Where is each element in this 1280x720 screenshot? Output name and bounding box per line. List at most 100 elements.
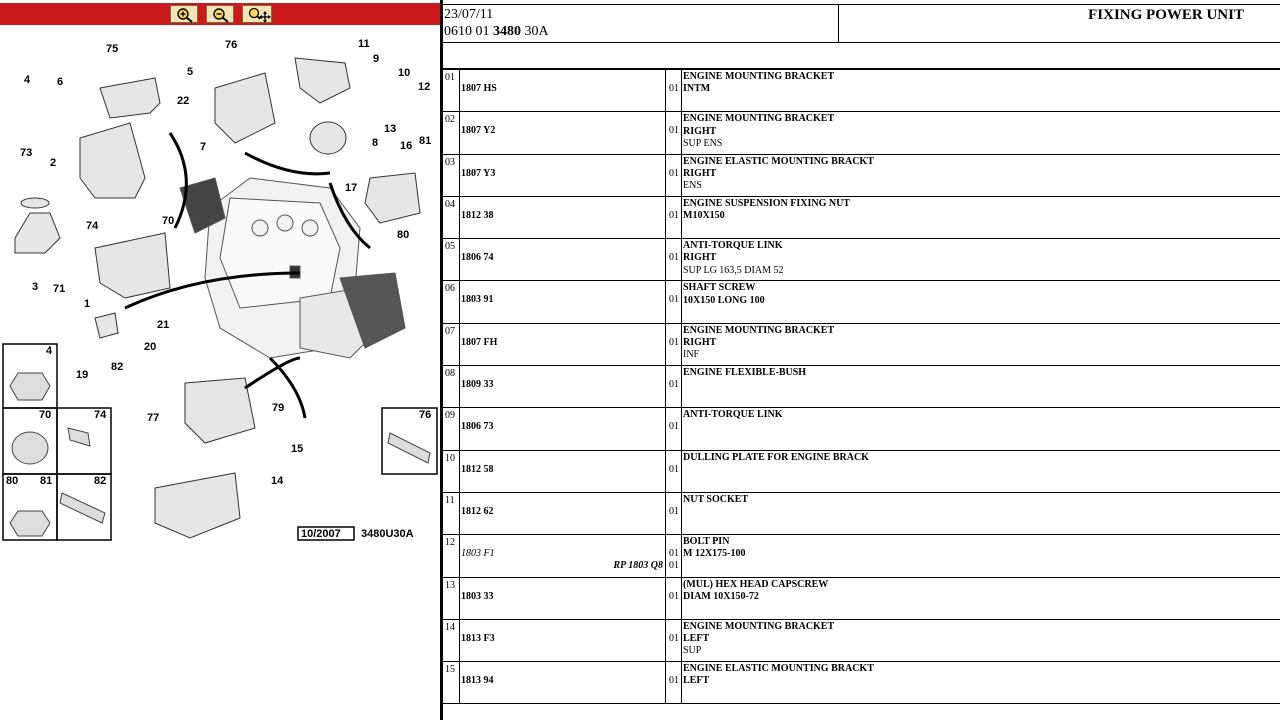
callout-16: 16 <box>400 140 412 152</box>
callout-8: 8 <box>372 137 378 149</box>
inset-label-4: 4 <box>46 345 53 357</box>
row-number: 08 <box>445 368 455 380</box>
zoom-pan-button[interactable] <box>242 5 272 23</box>
description-line: SUP <box>683 645 702 657</box>
quantity-cell: 01 <box>665 450 682 492</box>
part-ref-cell: 1803 F1 RP 1803 Q8 <box>460 535 666 577</box>
quantity-cell: 01 <box>665 154 682 196</box>
callout-74: 74 <box>86 220 99 232</box>
description-line: ENGINE MOUNTING BRACKET <box>683 620 835 632</box>
stamp-code: 3480U30A <box>361 528 414 540</box>
assembly-leaders <box>124 132 371 419</box>
quantity: 01 <box>669 548 679 560</box>
description-line: ENS <box>683 180 702 191</box>
part-reference[interactable]: 1812 58 <box>461 463 494 475</box>
zoom-in-button[interactable] <box>170 5 198 23</box>
part-ref-cell: 1813 94 <box>460 662 666 704</box>
row-number-cell: 15 <box>443 662 460 704</box>
quantity-cell: 01 <box>665 281 682 323</box>
quantity-cell: 01 <box>665 619 682 662</box>
part-reference[interactable]: 1813 94 <box>461 675 494 687</box>
row-number-cell: 06 <box>443 281 460 323</box>
zoom-pan-icon <box>248 7 271 23</box>
inset-label-76: 76 <box>419 409 431 421</box>
row-number-cell: 04 <box>443 196 460 239</box>
quantity: 01 <box>669 379 679 391</box>
row-number: 12 <box>445 537 455 549</box>
callout-82: 82 <box>111 361 123 373</box>
description-line: INF <box>683 349 700 361</box>
quantity: 01 <box>669 632 679 644</box>
description-line: SHAFT SCREW <box>683 282 756 294</box>
callout-76: 76 <box>225 39 237 51</box>
replacement-reference[interactable]: RP 1803 Q8 <box>613 560 663 572</box>
quantity: 01 <box>669 505 679 517</box>
ref-bold: 3480 <box>493 24 521 39</box>
callout-12: 12 <box>418 81 430 93</box>
part-ref-cell: 1809 33 <box>460 366 666 408</box>
part-ref-cell: 1813 F3 <box>460 619 666 662</box>
part-reference[interactable]: 1809 33 <box>461 379 494 391</box>
part-reference[interactable]: 1806 74 <box>461 252 494 264</box>
callout-21: 21 <box>157 319 169 331</box>
part-reference[interactable]: 1812 38 <box>461 209 494 221</box>
part-reference[interactable]: 1812 62 <box>461 505 494 517</box>
description-line: LEFT <box>683 633 710 645</box>
quantity: 01 <box>669 675 679 687</box>
description-cell: NUT SOCKET <box>683 494 1273 506</box>
quantity: 01 <box>669 590 679 602</box>
description-line: INTM <box>683 83 711 95</box>
description-line: ENGINE FLEXIBLE-BUSH <box>683 367 807 379</box>
part-reference[interactable]: 1803 91 <box>461 294 494 306</box>
pane-divider[interactable] <box>440 0 443 720</box>
callout-80: 80 <box>397 229 409 241</box>
callout-3: 3 <box>32 281 38 293</box>
part-reference[interactable]: 1813 F3 <box>461 632 495 644</box>
part-ref-cell: 1803 91 <box>460 281 666 323</box>
zoom-out-button[interactable] <box>206 5 234 23</box>
table-row[interactable]: 08 1809 33 01 ENGINE FLEXIBLE-BUSH <box>443 366 1280 409</box>
part-reference[interactable]: 1807 FH <box>461 336 498 348</box>
inset-panels <box>2 343 438 541</box>
row-number-cell: 07 <box>443 323 460 366</box>
diagram-toolbar <box>0 3 440 25</box>
callout-7: 7 <box>200 141 206 153</box>
row-number-cell: 13 <box>443 577 460 619</box>
callout-79: 79 <box>272 402 284 414</box>
row-number-cell: 02 <box>443 112 460 154</box>
part-reference[interactable]: 1807 Y2 <box>461 125 496 137</box>
callout-5: 5 <box>187 66 193 78</box>
quantity: 01 <box>669 125 679 137</box>
part-reference[interactable]: 1807 HS <box>461 83 497 94</box>
description-line: M 12X175-100 <box>683 548 746 560</box>
zoom-in-icon <box>177 8 193 23</box>
part-reference[interactable]: 1803 33 <box>461 590 494 602</box>
part-reference[interactable]: 1803 F1 <box>461 548 495 560</box>
part-reference[interactable]: 1807 Y3 <box>461 167 496 179</box>
callout-17: 17 <box>345 182 357 194</box>
header-info: 23/07/11 0610 01 3480 30A <box>443 5 839 42</box>
part-reference[interactable]: 1806 73 <box>461 421 494 433</box>
